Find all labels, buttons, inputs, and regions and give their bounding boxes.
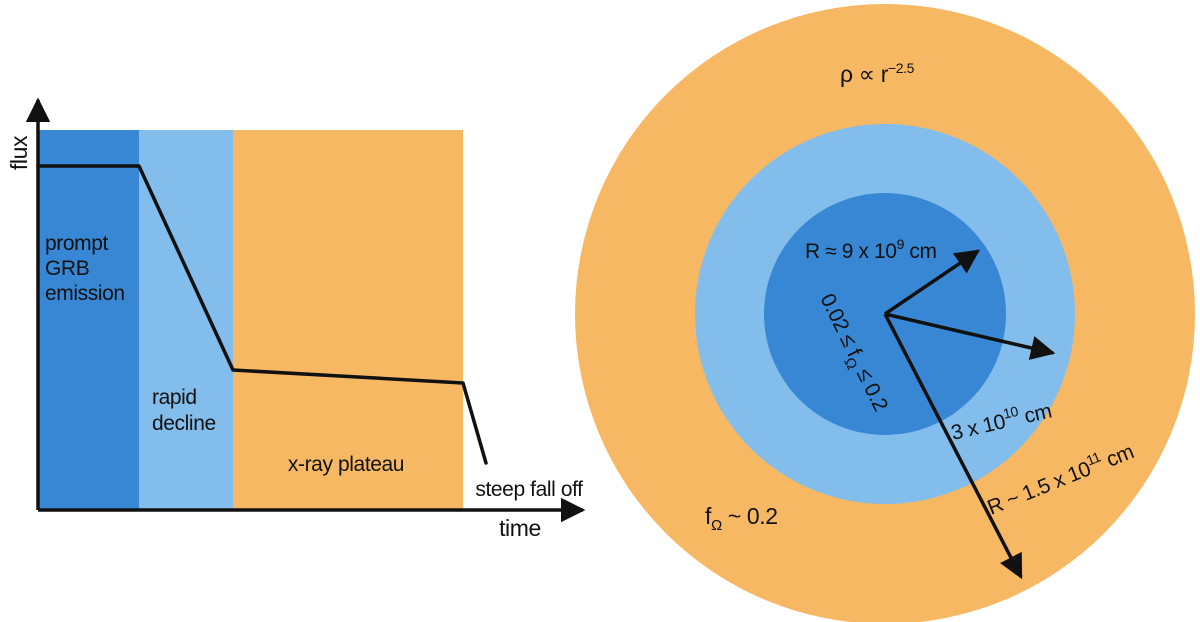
core-radius-arrow bbox=[884, 249, 981, 316]
phase-band-rapid-decline bbox=[139, 130, 233, 510]
outer-density-label: ρ ∝ r−2.5 bbox=[840, 60, 915, 87]
outer-fraction-label: fΩ ~ 0.2 bbox=[705, 503, 778, 534]
phase-band-prompt bbox=[38, 130, 139, 510]
svg-text:rapid: rapid bbox=[152, 386, 197, 409]
svg-text:emission: emission bbox=[45, 282, 125, 305]
svg-text:GRB: GRB bbox=[45, 257, 89, 280]
phase-label-rapid-decline: rapid decline bbox=[152, 386, 216, 435]
phase-label-plateau: x-ray plateau bbox=[288, 453, 404, 476]
middle-radius-arrow bbox=[884, 312, 1056, 360]
lightcurve-panel: flux time prompt GRB emission rapid decl… bbox=[6, 97, 586, 541]
core-radius-label: R ≈ 9 x 109 cm bbox=[805, 236, 937, 263]
phase-band-plateau bbox=[233, 130, 463, 510]
svg-text:prompt: prompt bbox=[45, 232, 109, 255]
outer-radius-arrow bbox=[883, 313, 1023, 580]
y-axis-label: flux bbox=[6, 135, 32, 170]
phase-label-steep-fall-off: steep fall off bbox=[475, 478, 583, 501]
star-panel: ρ ∝ r−2.5 fΩ ~ 0.2 R ≈ 9 x 109 cm 0.02 ≤… bbox=[575, 4, 1195, 622]
phase-label-prompt: prompt GRB emission bbox=[45, 232, 125, 305]
svg-text:decline: decline bbox=[152, 412, 216, 435]
x-axis-label: time bbox=[499, 515, 541, 541]
lightcurve-line bbox=[36, 164, 488, 465]
